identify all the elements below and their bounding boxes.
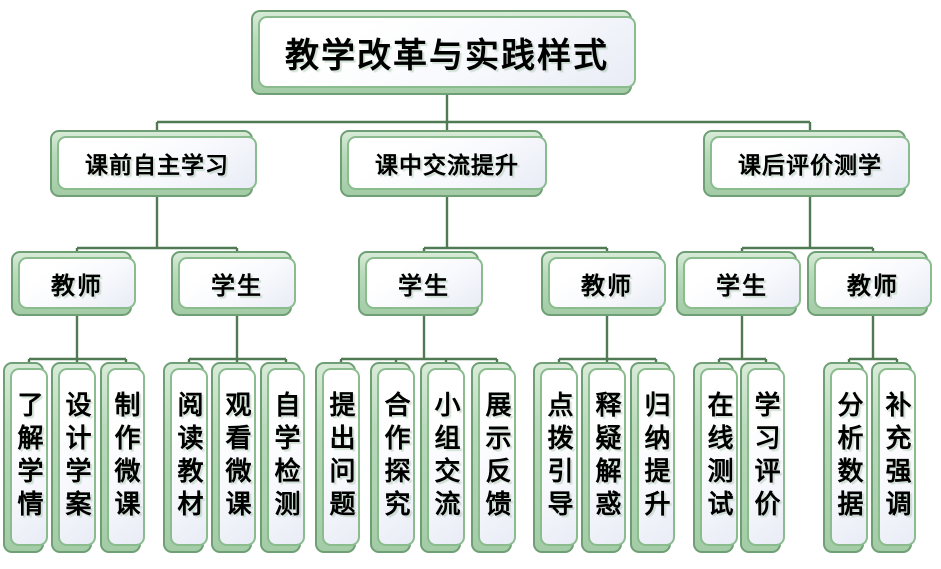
role-box-teacher-1: 教师 bbox=[11, 251, 136, 316]
task-label: 释疑解惑 bbox=[592, 391, 622, 523]
task-box: 小组交流 bbox=[420, 362, 465, 553]
role-box-teacher-2: 教师 bbox=[541, 251, 666, 316]
task-box: 设计学案 bbox=[51, 362, 96, 553]
task-label: 了解学情 bbox=[14, 391, 44, 523]
box-face: 了解学情 bbox=[10, 368, 48, 546]
phase-label: 课前自主学习 bbox=[85, 152, 229, 178]
task-label: 观看微课 bbox=[222, 391, 252, 523]
box-face: 观看微课 bbox=[218, 368, 256, 546]
role-label: 教师 bbox=[847, 272, 899, 300]
role-box-student-3: 学生 bbox=[676, 251, 801, 316]
box-face: 补充强调 bbox=[878, 368, 916, 546]
phase-box-post-class: 课后评价测学 bbox=[703, 130, 910, 197]
task-label: 在线测试 bbox=[704, 391, 734, 523]
role-label: 教师 bbox=[581, 272, 633, 300]
phase-label: 课后评价测学 bbox=[738, 152, 882, 178]
task-box: 学习评价 bbox=[740, 362, 785, 553]
phase-box-pre-class: 课前自主学习 bbox=[50, 130, 257, 197]
box-face: 设计学案 bbox=[58, 368, 96, 546]
box-face: 合作探究 bbox=[377, 368, 415, 546]
task-box: 合作探究 bbox=[370, 362, 415, 553]
task-box: 展示反馈 bbox=[471, 362, 516, 553]
task-box: 观看微课 bbox=[211, 362, 256, 553]
box-face: 展示反馈 bbox=[478, 368, 516, 546]
task-label: 展示反馈 bbox=[482, 391, 512, 523]
box-face: 学生 bbox=[365, 257, 483, 309]
box-face: 制作微课 bbox=[107, 368, 145, 546]
box-face: 点拨引导 bbox=[540, 368, 578, 546]
task-label: 小组交流 bbox=[431, 391, 461, 523]
task-label: 分析数据 bbox=[834, 391, 864, 523]
box-face: 学生 bbox=[683, 257, 801, 309]
phase-label: 课中交流提升 bbox=[375, 152, 519, 178]
task-box: 了解学情 bbox=[3, 362, 48, 553]
task-label: 提出问题 bbox=[326, 391, 356, 523]
box-face: 教师 bbox=[814, 257, 932, 309]
task-box: 在线测试 bbox=[693, 362, 738, 553]
role-label: 教师 bbox=[51, 272, 103, 300]
task-label: 合作探究 bbox=[381, 391, 411, 523]
task-box: 制作微课 bbox=[100, 362, 145, 553]
task-label: 补充强调 bbox=[882, 391, 912, 523]
box-face: 归纳提升 bbox=[637, 368, 675, 546]
box-face: 教师 bbox=[548, 257, 666, 309]
box-face: 课中交流提升 bbox=[347, 136, 547, 190]
box-face: 学生 bbox=[178, 257, 296, 309]
box-face: 学习评价 bbox=[747, 368, 785, 546]
box-face: 课前自主学习 bbox=[57, 136, 257, 190]
box-face: 教师 bbox=[18, 257, 136, 309]
task-label: 制作微课 bbox=[111, 391, 141, 523]
role-label: 学生 bbox=[211, 272, 263, 300]
phase-box-in-class: 课中交流提升 bbox=[340, 130, 547, 197]
role-label: 学生 bbox=[716, 272, 768, 300]
box-face: 自学检测 bbox=[267, 368, 305, 546]
task-box: 自学检测 bbox=[260, 362, 305, 553]
box-face: 小组交流 bbox=[427, 368, 465, 546]
task-label: 点拨引导 bbox=[544, 391, 574, 523]
task-label: 归纳提升 bbox=[641, 391, 671, 523]
role-box-teacher-3: 教师 bbox=[807, 251, 932, 316]
role-label: 学生 bbox=[398, 272, 450, 300]
role-box-student-1: 学生 bbox=[171, 251, 296, 316]
task-box: 提出问题 bbox=[315, 362, 360, 553]
task-box: 归纳提升 bbox=[630, 362, 675, 553]
diagram-title: 教学改革与实践样式 bbox=[285, 36, 609, 75]
task-label: 阅读教材 bbox=[174, 391, 204, 523]
title-box: 教学改革与实践样式 bbox=[251, 10, 636, 95]
box-face: 提出问题 bbox=[322, 368, 360, 546]
box-face: 教学改革与实践样式 bbox=[258, 16, 636, 88]
task-label: 自学检测 bbox=[271, 391, 301, 523]
box-face: 阅读教材 bbox=[170, 368, 208, 546]
task-label: 学习评价 bbox=[751, 391, 781, 523]
task-box: 补充强调 bbox=[871, 362, 916, 553]
role-box-student-2: 学生 bbox=[358, 251, 483, 316]
box-face: 分析数据 bbox=[830, 368, 868, 546]
box-face: 释疑解惑 bbox=[588, 368, 626, 546]
task-label: 设计学案 bbox=[62, 391, 92, 523]
task-box: 释疑解惑 bbox=[581, 362, 626, 553]
box-face: 课后评价测学 bbox=[710, 136, 910, 190]
task-box: 点拨引导 bbox=[533, 362, 578, 553]
box-face: 在线测试 bbox=[700, 368, 738, 546]
task-box: 阅读教材 bbox=[163, 362, 208, 553]
task-box: 分析数据 bbox=[823, 362, 868, 553]
